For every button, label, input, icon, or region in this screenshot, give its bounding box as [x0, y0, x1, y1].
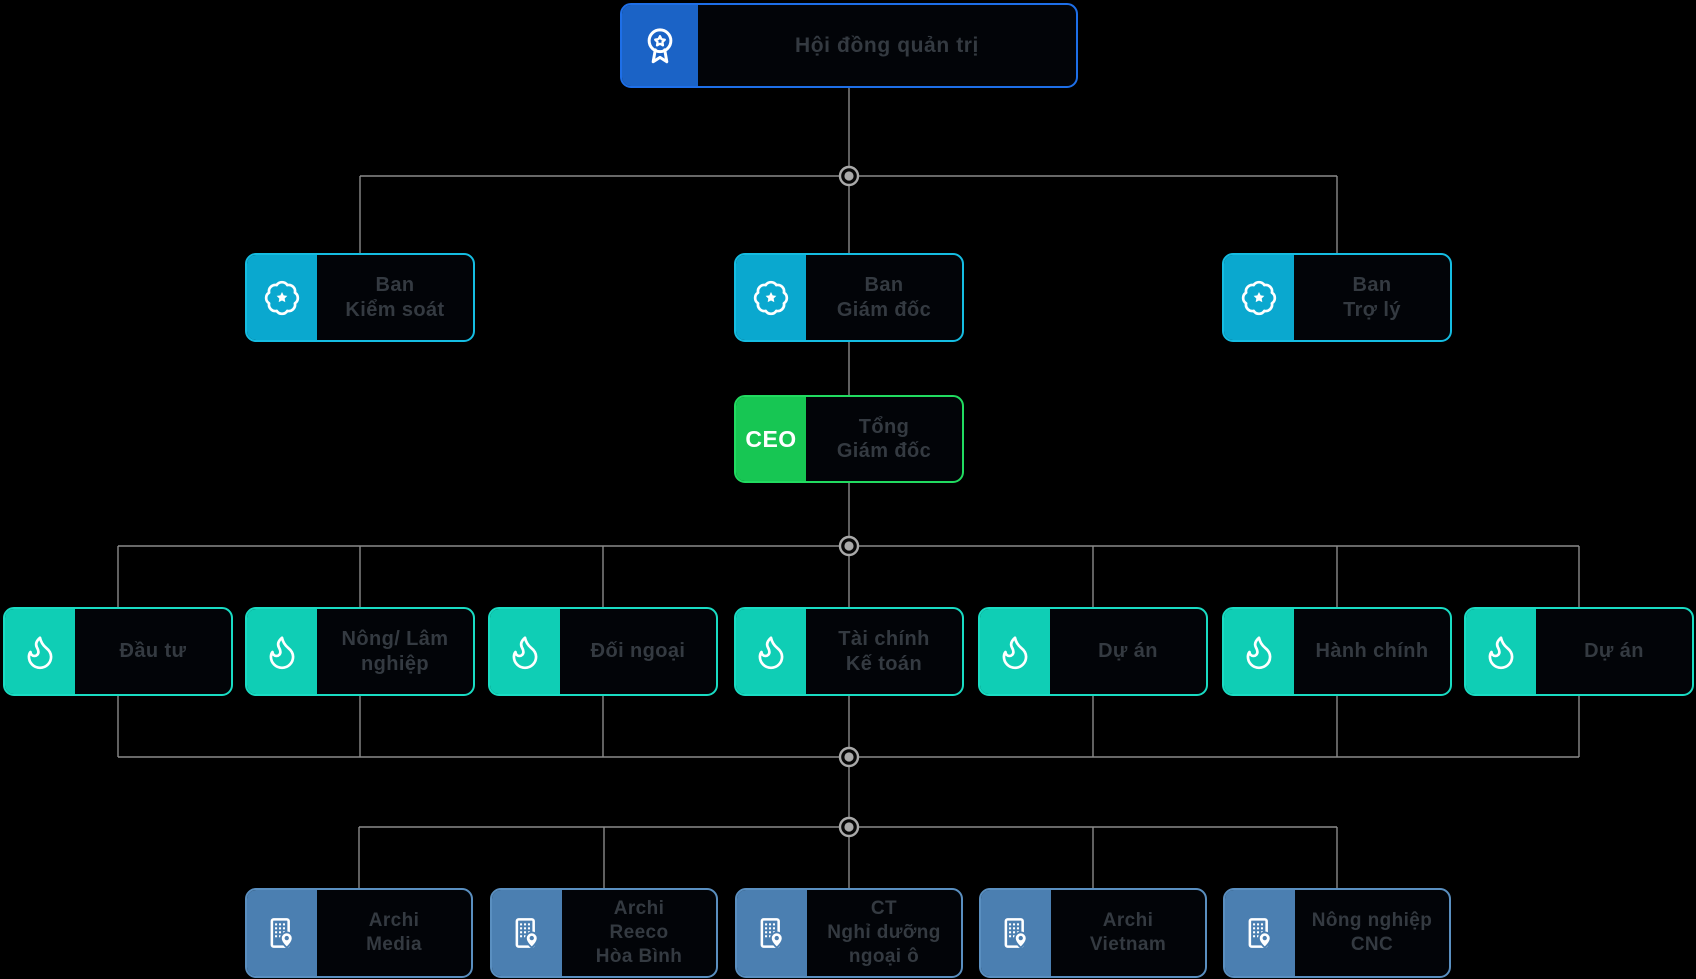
node-company-archi-vietnam[interactable]: Archi Vietnam — [979, 888, 1207, 978]
node-label: Archi Media — [366, 910, 422, 955]
node-dept-du-an-1[interactable]: Dự án — [978, 607, 1208, 696]
connector-lines — [117, 88, 1580, 888]
node-label: Nông nghiệp CNC — [1311, 910, 1433, 955]
node-label: Tài chính Kế toán — [838, 628, 930, 675]
flame-icon — [1466, 609, 1536, 694]
node-label: Dự án — [1584, 640, 1644, 663]
node-dept-hanh-chinh[interactable]: Hành chính — [1222, 607, 1452, 696]
node-label: Đầu tư — [119, 640, 187, 663]
badge-star-icon — [1224, 255, 1294, 340]
node-company-archi-media[interactable]: Archi Media — [245, 888, 473, 978]
node-label: Ban Kiểm soát — [345, 274, 445, 321]
junction-dot[interactable] — [838, 816, 860, 838]
node-company-archi-reeco-hoa-binh[interactable]: Archi Reeco Hòa Bình — [490, 888, 718, 978]
node-label: Ban Giám đốc — [836, 274, 932, 321]
building-pin-icon — [247, 890, 317, 976]
node-label: Đối ngoại — [590, 640, 686, 663]
junction-dot[interactable] — [838, 535, 860, 557]
node-company-ct-nghi-duong-ngoai-o[interactable]: CT Nghỉ dưỡng ngoại ô — [735, 888, 963, 978]
flame-icon — [1224, 609, 1294, 694]
flame-icon — [5, 609, 75, 694]
ceo-badge-text: CEO — [745, 425, 797, 452]
building-pin-icon — [737, 890, 807, 976]
node-division-tro-ly[interactable]: Ban Trợ lý — [1222, 253, 1452, 342]
node-label: Ban Trợ lý — [1343, 274, 1401, 321]
node-division-kiem-soat[interactable]: Ban Kiểm soát — [245, 253, 475, 342]
node-label: Tổng Giám đốc — [836, 415, 932, 462]
flame-icon — [490, 609, 560, 694]
building-pin-icon — [492, 890, 562, 976]
node-label: Archi Vietnam — [1089, 910, 1167, 955]
medal-icon — [622, 5, 698, 86]
node-ceo[interactable]: CEO Tổng Giám đốc — [734, 395, 964, 483]
node-dept-dau-tu[interactable]: Đầu tư — [3, 607, 233, 696]
node-company-nong-nghiep-cnc[interactable]: Nông nghiệp CNC — [1223, 888, 1451, 978]
node-dept-tai-chinh-ke-toan[interactable]: Tài chính Kế toán — [734, 607, 964, 696]
building-pin-icon — [981, 890, 1051, 976]
node-dept-nong-lam-nghiep[interactable]: Nông/ Lâm nghiệp — [245, 607, 475, 696]
building-pin-icon — [1225, 890, 1295, 976]
node-label: Hội đồng quản trị — [794, 33, 979, 57]
flame-icon — [980, 609, 1050, 694]
node-label: Hành chính — [1315, 640, 1429, 663]
junction-dot[interactable] — [838, 746, 860, 768]
node-board[interactable]: Hội đồng quản trị — [620, 3, 1078, 88]
node-label: Nông/ Lâm nghiệp — [341, 628, 449, 675]
badge-star-icon — [736, 255, 806, 340]
node-division-giam-doc[interactable]: Ban Giám đốc — [734, 253, 964, 342]
node-label: Archi Reeco Hòa Bình — [595, 898, 683, 967]
flame-icon — [247, 609, 317, 694]
junction-dot[interactable] — [838, 165, 860, 187]
flame-icon — [736, 609, 806, 694]
node-label: CT Nghỉ dưỡng ngoại ô — [827, 898, 941, 967]
node-dept-du-an-2[interactable]: Dự án — [1464, 607, 1694, 696]
ceo-badge: CEO — [736, 397, 806, 481]
badge-star-icon — [247, 255, 317, 340]
node-dept-doi-ngoai[interactable]: Đối ngoại — [488, 607, 718, 696]
node-label: Dự án — [1098, 640, 1158, 663]
